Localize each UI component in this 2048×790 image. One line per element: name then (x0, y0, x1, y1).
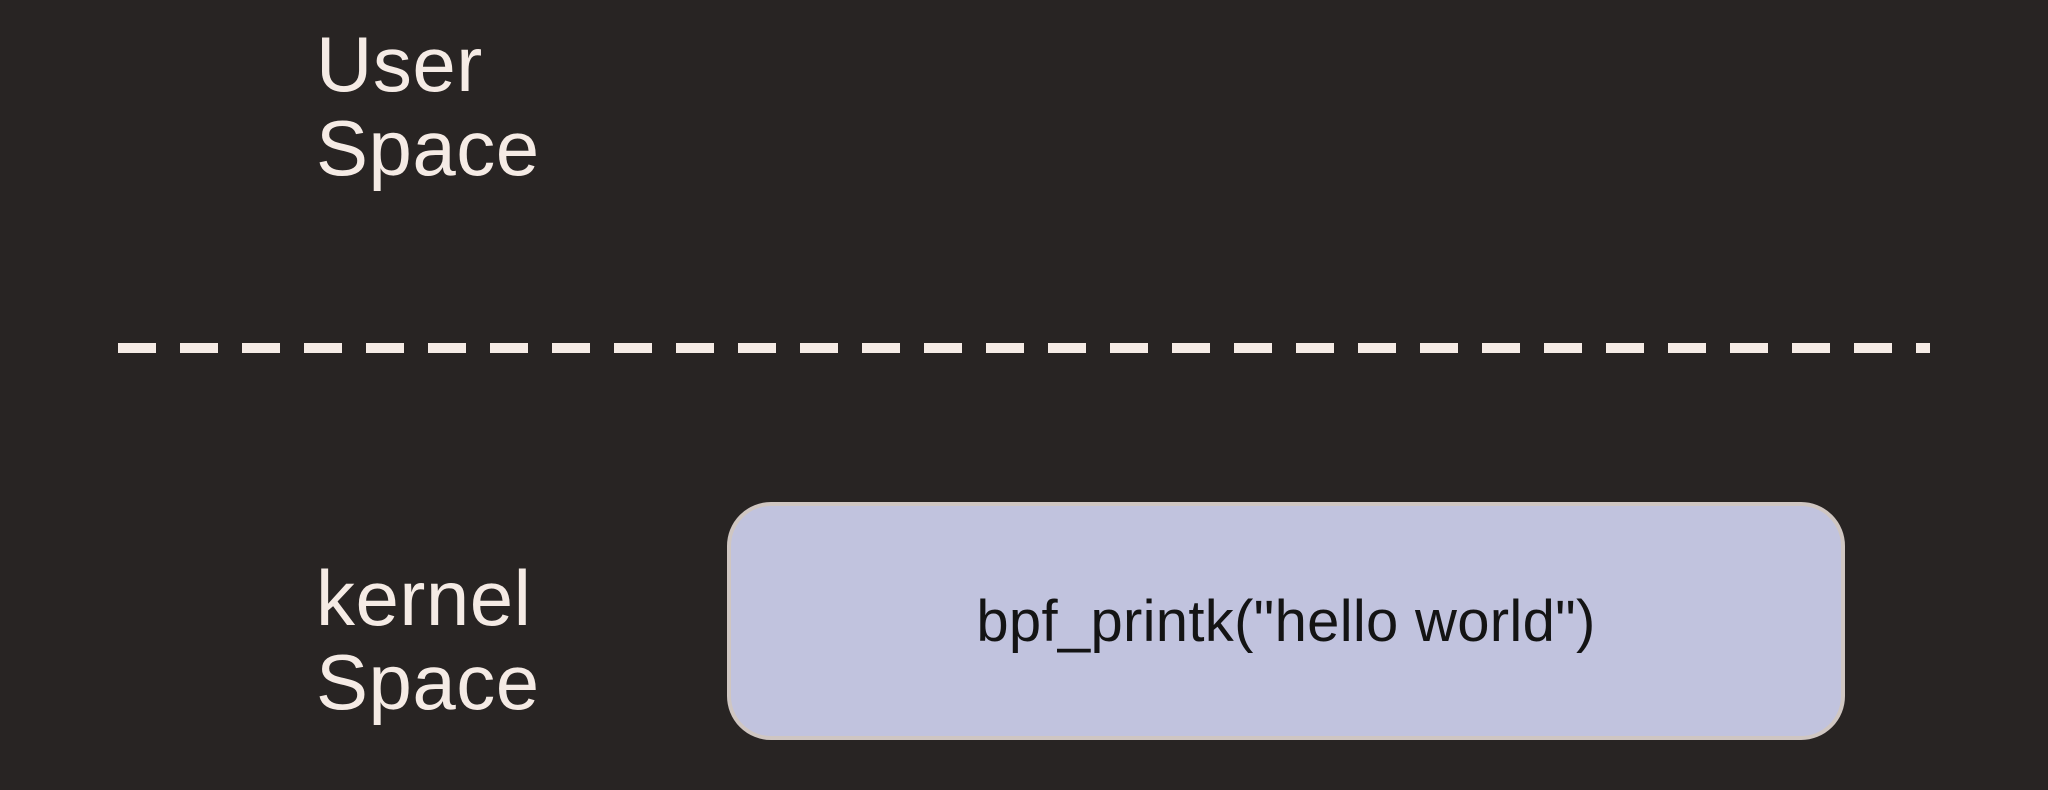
kernel-space-label: kernel Space (316, 556, 540, 724)
kernel-space-label-line-2: Space (316, 638, 540, 726)
program-code-text: bpf_printk("hello world") (976, 588, 1596, 654)
ebpf-program-box: bpf_printk("hello world") (727, 502, 1845, 740)
kernel-space-label-line-1: kernel (316, 554, 532, 642)
user-space-label-line-2: Space (316, 104, 540, 192)
user-space-label: User Space (316, 22, 540, 190)
user-space-label-line-1: User (316, 20, 483, 108)
user-kernel-boundary-divider (118, 343, 1930, 353)
